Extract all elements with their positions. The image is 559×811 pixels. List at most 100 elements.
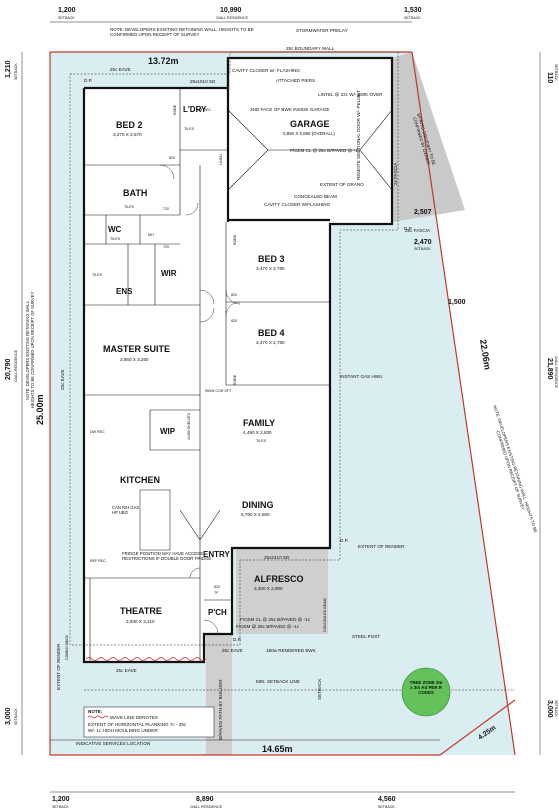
dim-bottom-left-sub: SETBACK (52, 805, 69, 809)
label-fascia-25: 25c FASCIA (405, 228, 431, 233)
dim-bottom-right: 4,560 (378, 796, 396, 803)
dim-left-mid: 20,790 (5, 358, 12, 380)
kitchen-island (139, 489, 171, 551)
room-theatre: THEATRE (120, 606, 162, 616)
legend-box (83, 706, 215, 738)
label-instant-gas: INSTANT GAS HWU (340, 374, 382, 379)
label-extent-grano: EXTENT OF GRANO (320, 182, 364, 187)
label-extent-render-1: EXTENT OF RENDER (358, 544, 405, 549)
room-bed4: BED 4 (258, 328, 285, 338)
label-bwk-face: 2ND FACE OF BWK INSIDE GARAGE (250, 107, 329, 112)
label-tiles-ens: TILES (92, 273, 103, 277)
label-pch-ceil: F/CEM @ 25c B/PAVED @ -1c (236, 624, 300, 629)
label-door-820-d: 820 (214, 585, 220, 589)
label-tiles-ldry: TILES (184, 127, 195, 131)
label-eave-pch: 25c EAVE (222, 648, 243, 653)
label-door-720-a: 720 (163, 207, 169, 211)
note-right-wall: NOTE: DEVELOPERS EXISTING RETAINING WALL… (492, 404, 539, 534)
label-tree-zone: TREE ZONE 3m x 3m AS PER R CODES (409, 680, 443, 695)
label-cavity-2: CAVITY CLOSER W/FLASHING (264, 202, 331, 207)
door-swings (159, 164, 241, 635)
room-family-size: 4,490 X 2,830 (243, 430, 272, 435)
label-fascia-2x: 2x FASCIA (393, 162, 398, 185)
room-bath: BATH (123, 188, 147, 198)
dim-left-mid-sub: O/ALL RESIDENCE (14, 349, 18, 382)
label-tiles-bath: TILES (124, 205, 135, 209)
label-tf: TF (214, 591, 219, 595)
label-eave-top: 25c EAVE (110, 67, 131, 72)
legend-line3: W/- 1c HIGH MOULDING UNDER (88, 728, 158, 733)
room-wir: WIR (161, 269, 177, 278)
dim-right-bottom: 3,000 (546, 700, 553, 718)
note-stormwater: STORMWATER PRELAY (296, 28, 348, 33)
room-bed4-size: 3,470 X 2,780 (256, 340, 285, 345)
label-shelves: 4x450 SHELVES (187, 412, 191, 440)
note-top-wall: NOTE: DEVELOPERS EXISTING RETAINING WALL… (110, 27, 254, 38)
dim-left-top: 1,210 (5, 60, 12, 78)
room-entry: ENTRY (203, 550, 230, 559)
top-dimensions: 1,200 SETBACK 10,990 O/ALL RESIDENCE 1,5… (58, 7, 422, 20)
dim-right-top: 110 (546, 72, 553, 83)
legend-wave (87, 715, 109, 719)
wave-line (85, 657, 207, 661)
dim-top-left: 1,200 (58, 7, 76, 14)
dim-bottom-left: 1,200 (52, 796, 70, 803)
legend-line1: WAVE LINE DENOTES (110, 715, 158, 720)
room-garage-size: 5,850 X 5,890 (OVERALL) (283, 131, 335, 136)
room-master: MASTER SUITE (103, 344, 170, 354)
bottom-dimensions: 1,200 SETBACK 8,890 O/ALL RESIDENCE 4,56… (52, 796, 396, 809)
label-setback-word: SETBACK (414, 247, 431, 251)
boundary-bottom: 14.65m (262, 744, 293, 754)
room-kitchen: KITCHEN (120, 475, 160, 485)
note-fridge: FRIDGE POSITION MAY HAVE ACCESS RESTRICT… (122, 551, 212, 562)
room-master-size: 3,850 X 3,260 (120, 357, 149, 362)
dim-top-left-sub: SETBACK (58, 16, 75, 20)
room-bed2: BED 2 (116, 120, 143, 130)
dim-bottom-mid-sub: O/ALL RESIDENCE (190, 805, 223, 809)
room-alfresco-size: 3,300 X 2,900 (254, 586, 283, 591)
label-bwk-rendered: 180w RENDERED BWK (266, 648, 317, 653)
house-footprint (80, 58, 392, 662)
label-door-720-b: 720 (163, 245, 169, 249)
eave-outline (69, 51, 399, 646)
room-wip: WIP (160, 427, 176, 436)
label-can-rh: CAN R/H GAS HP UBO (112, 505, 140, 515)
legend-line2: EXTENT OF HORIZONTAL PLANKING 7c - 25c (88, 722, 187, 727)
label-mh: MH (148, 233, 154, 237)
label-eave-left: 25c EAVE (60, 369, 65, 390)
room-theatre-size: 3,930 X 3,310 (126, 619, 155, 624)
note-boundary-wall: 28c BOUNDARY WALL (286, 46, 335, 51)
dim-right-mid-sub: O/ALL RESIDENCE (554, 356, 558, 389)
right-dimensions: 110 SETBACK 21,890 O/ALL RESIDENCE 3,000… (546, 64, 558, 718)
room-pch: P'CH (208, 608, 227, 617)
note-right-wall-group: NOTE: DEVELOPERS EXISTING RETAINING WALL… (492, 404, 539, 534)
label-robe-bed3: ROBE (233, 234, 237, 245)
label-robe-bed2: ROBE (173, 104, 177, 115)
driveway (392, 52, 465, 222)
label-dp-4: D.P. (340, 538, 348, 543)
label-services: INDICATIVE SERVICES LOCATION (76, 741, 150, 746)
dim-lines (21, 21, 541, 793)
label-eave-bottom: 25c EAVE (116, 668, 137, 673)
label-steel-post: STEEL POST (352, 634, 380, 639)
label-dp-2: D.P. (404, 226, 412, 231)
label-setback-2507: 2,507 (414, 209, 432, 216)
left-dimensions: 1,210 SETBACK 20,790 O/ALL RESIDENCE 3,0… (5, 60, 18, 725)
label-garage-ceil: F/CEM CL @ 25c B/PAVED @ -1c (290, 148, 361, 153)
dim-top-mid-sub: O/ALL RESIDENCE (216, 16, 249, 20)
label-path: B/PAVED PATH BY BUILDER (218, 679, 223, 740)
room-alfresco: ALFRESCO (254, 574, 304, 584)
label-combo-mbox: COMBO MBOX (65, 634, 69, 660)
note-left-wall-group: NOTE: DEVELOPERS EXISTING RETAINING WALL… (25, 292, 35, 409)
label-ref-rec: REF REC (90, 559, 106, 563)
room-dining-size: 5,780 X 2,800 (241, 512, 270, 517)
label-concealed-beam: CONCEALED BEAM (294, 194, 337, 199)
label-dp-3: D.P. (233, 637, 241, 642)
dim-bottom-right-sub: SETBACK (378, 805, 395, 809)
room-bed3-size: 3,470 X 2,780 (256, 266, 285, 271)
dim-left-bottom: 3,000 (5, 707, 12, 725)
room-bed3: BED 3 (258, 254, 285, 264)
label-extent-render-2: EXTENT OF RENDER (56, 643, 61, 690)
room-ens: ENS (116, 287, 133, 296)
label-door-820-a: 820 (169, 156, 175, 160)
